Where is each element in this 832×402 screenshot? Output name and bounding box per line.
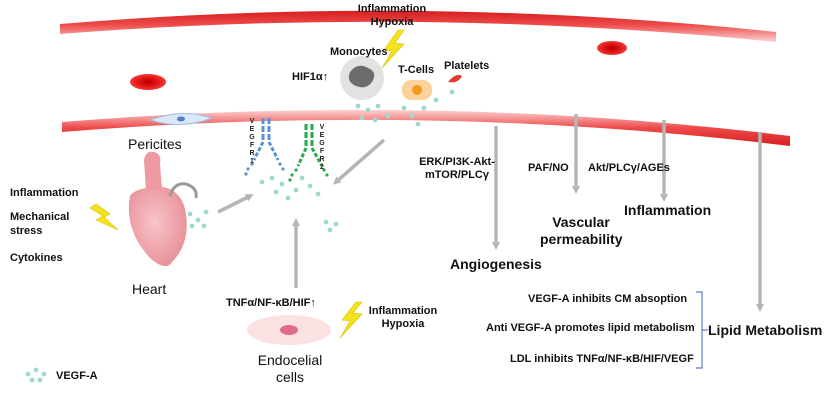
label-inflammation-right: Inflammation xyxy=(624,202,712,218)
label-monocytes: Monocytes xyxy=(330,46,388,58)
monocyte-cell-icon xyxy=(340,56,384,100)
label-permeability: permeability xyxy=(540,230,623,247)
label-erk-line1: ERK/PI3K-Akt- xyxy=(419,156,495,168)
lipid-bracket xyxy=(696,291,708,369)
label-inflammation-top: Inflammation xyxy=(357,3,427,15)
legend-vegf-a-dots xyxy=(25,367,47,383)
label-t-cells: T-Cells xyxy=(398,64,435,76)
label-mechanical: Mechanical xyxy=(10,211,70,223)
label-platelets: Platelets xyxy=(444,60,490,72)
label-mechanical-stress: Mechanical stress xyxy=(10,211,69,239)
label-erk-pathway: ERK/PI3K-Akt- mTOR/PLCγ xyxy=(416,156,498,182)
label-inflammation-bottom: Inflammation xyxy=(368,305,438,317)
label-hypoxia-top: Hypoxia xyxy=(370,16,414,29)
label-endothelial-cells: Endocelial cells xyxy=(248,352,332,386)
lightning-icon xyxy=(339,301,363,339)
label-vascular: Vascular xyxy=(552,214,610,230)
label-stress: stress xyxy=(10,224,43,237)
legend-label-vegf-a: VEGF-A xyxy=(56,370,98,382)
label-angiogenesis: Angiogenesis xyxy=(450,256,542,272)
label-lipid-item-3: LDL inhibits TNFα/NF-κB/HIF/VEGF xyxy=(510,353,694,365)
label-erk-line2: mTOR/PLCγ xyxy=(425,169,489,182)
label-vegfr2: VEGFR2 xyxy=(319,124,325,171)
label-inflammation-hypoxia-bottom: Inflammation Hypoxia xyxy=(362,305,444,331)
vessel-wall-bottom xyxy=(62,109,790,146)
t-cell-icon xyxy=(402,80,432,100)
label-pericites: Pericites xyxy=(128,136,182,152)
label-akt-plc: Akt/PLCγ/AGEs xyxy=(588,162,670,174)
lightning-icon xyxy=(89,203,119,231)
vegfr2-ig-dots xyxy=(288,168,329,182)
label-heart: Heart xyxy=(132,281,167,297)
label-vegfr1: VEGFR1 xyxy=(249,118,255,165)
vegf-a-dots xyxy=(187,89,455,233)
label-hypoxia-bottom: Hypoxia xyxy=(381,318,425,331)
red-blood-cell-icon xyxy=(597,41,627,55)
label-endocelial: Endocelial xyxy=(257,352,323,368)
label-lipid-item-1: VEGF-A inhibits CM absoption xyxy=(528,293,688,305)
label-cytokines: Cytokines xyxy=(10,252,63,264)
pericyte-nucleus xyxy=(177,116,185,122)
label-inflammation-hypoxia-top: Inflammation Hypoxia xyxy=(352,3,432,29)
vegfr2-receptor xyxy=(296,124,324,167)
red-blood-cell-icon xyxy=(130,74,166,90)
label-vascular-permeability: Vascular permeability xyxy=(540,214,622,248)
vegfr1-ig-dots xyxy=(244,162,285,176)
label-lipid-metabolism: Lipid Metabolism xyxy=(708,322,823,338)
label-paf-no: PAF/NO xyxy=(528,162,569,174)
label-heart-inflammation: Inflammation xyxy=(10,187,79,199)
label-cells: cells xyxy=(275,368,304,385)
endothelial-cell-icon xyxy=(247,315,331,345)
pathway-arrows xyxy=(217,114,764,312)
platelet-icon xyxy=(448,74,462,83)
label-lipid-item-2: Anti VEGF-A promotes lipid metabolism xyxy=(486,322,695,334)
vegfr1-receptor xyxy=(252,118,280,161)
heart-icon xyxy=(128,151,198,267)
vessel-wall-top xyxy=(60,10,776,42)
lightning-icon xyxy=(381,29,405,69)
label-tnf-pathway: TNFα/NF-κB/HIF↑ xyxy=(226,297,316,309)
label-hif1a: HIF1α↑ xyxy=(292,71,329,83)
